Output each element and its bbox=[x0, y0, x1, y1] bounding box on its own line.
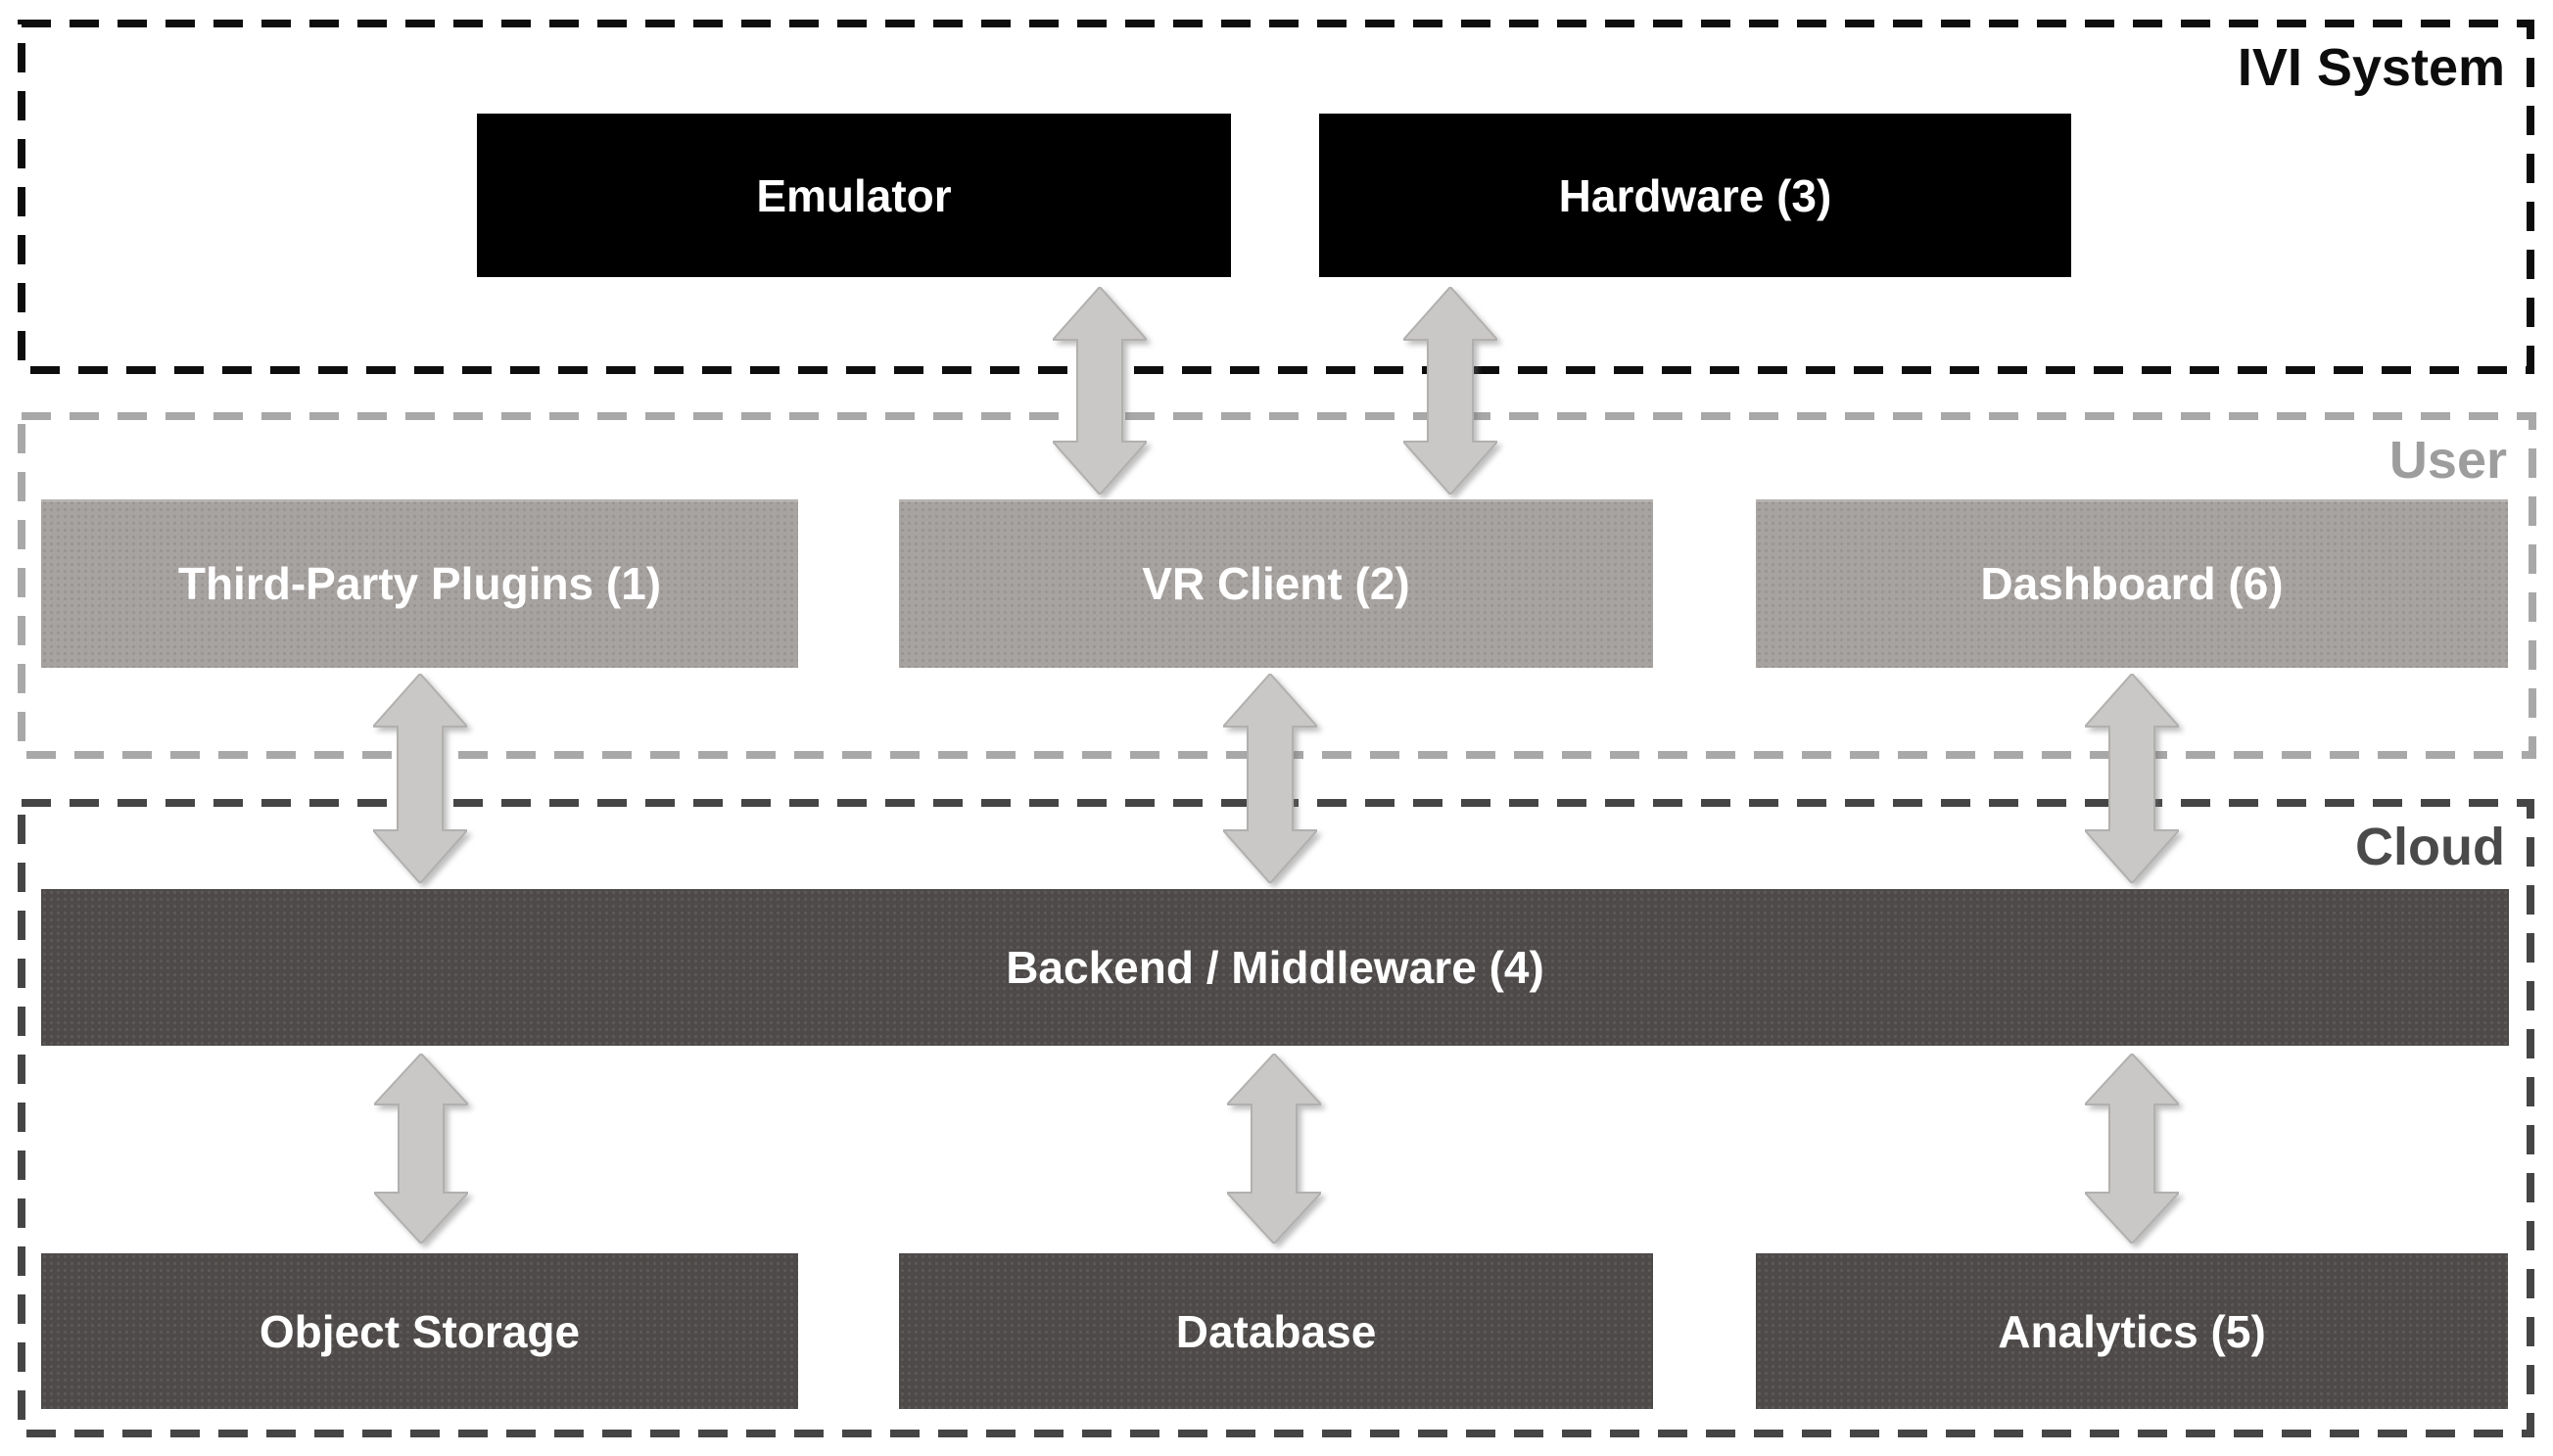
zone-label-ivi-system: IVI System bbox=[2237, 38, 2505, 97]
arrow-vr-client-backend bbox=[1223, 674, 1317, 883]
node-emulator: Emulator bbox=[477, 114, 1231, 277]
zone-label-user: User bbox=[2388, 431, 2507, 490]
node-vr-client-label: VR Client (2) bbox=[1142, 558, 1410, 609]
arrow-backend-database bbox=[1227, 1054, 1321, 1244]
node-analytics: Analytics (5) bbox=[1756, 1253, 2508, 1409]
arrow-backend-object-storage bbox=[374, 1054, 468, 1244]
node-third-party-plugins: Third-Party Plugins (1) bbox=[41, 499, 798, 668]
node-hardware: Hardware (3) bbox=[1319, 114, 2071, 277]
arrow-dashboard-backend bbox=[2085, 674, 2179, 883]
zone-ivi-system-border bbox=[18, 20, 2534, 374]
node-vr-client: VR Client (2) bbox=[899, 499, 1653, 668]
zone-label-cloud: Cloud bbox=[2355, 818, 2505, 876]
node-hardware-label: Hardware (3) bbox=[1558, 169, 1832, 221]
node-object-storage: Object Storage bbox=[41, 1253, 798, 1409]
zone-ivi-system: IVI System bbox=[18, 20, 2534, 374]
node-dashboard: Dashboard (6) bbox=[1756, 499, 2508, 668]
node-backend-middleware-label: Backend / Middleware (4) bbox=[1006, 942, 1544, 993]
node-analytics-label: Analytics (5) bbox=[1998, 1305, 2266, 1357]
node-third-party-plugins-label: Third-Party Plugins (1) bbox=[177, 558, 662, 609]
node-dashboard-label: Dashboard (6) bbox=[1980, 558, 2284, 609]
node-backend-middleware: Backend / Middleware (4) bbox=[41, 889, 2509, 1046]
node-database-label: Database bbox=[1175, 1305, 1377, 1357]
node-emulator-label: Emulator bbox=[756, 169, 952, 221]
arrow-hardware-vr-client bbox=[1403, 287, 1497, 494]
arrow-plugins-backend bbox=[373, 674, 467, 883]
arrow-backend-analytics bbox=[2085, 1054, 2179, 1244]
arrow-emulator-vr-client bbox=[1053, 287, 1147, 494]
node-database: Database bbox=[899, 1253, 1653, 1409]
node-object-storage-label: Object Storage bbox=[259, 1305, 581, 1357]
